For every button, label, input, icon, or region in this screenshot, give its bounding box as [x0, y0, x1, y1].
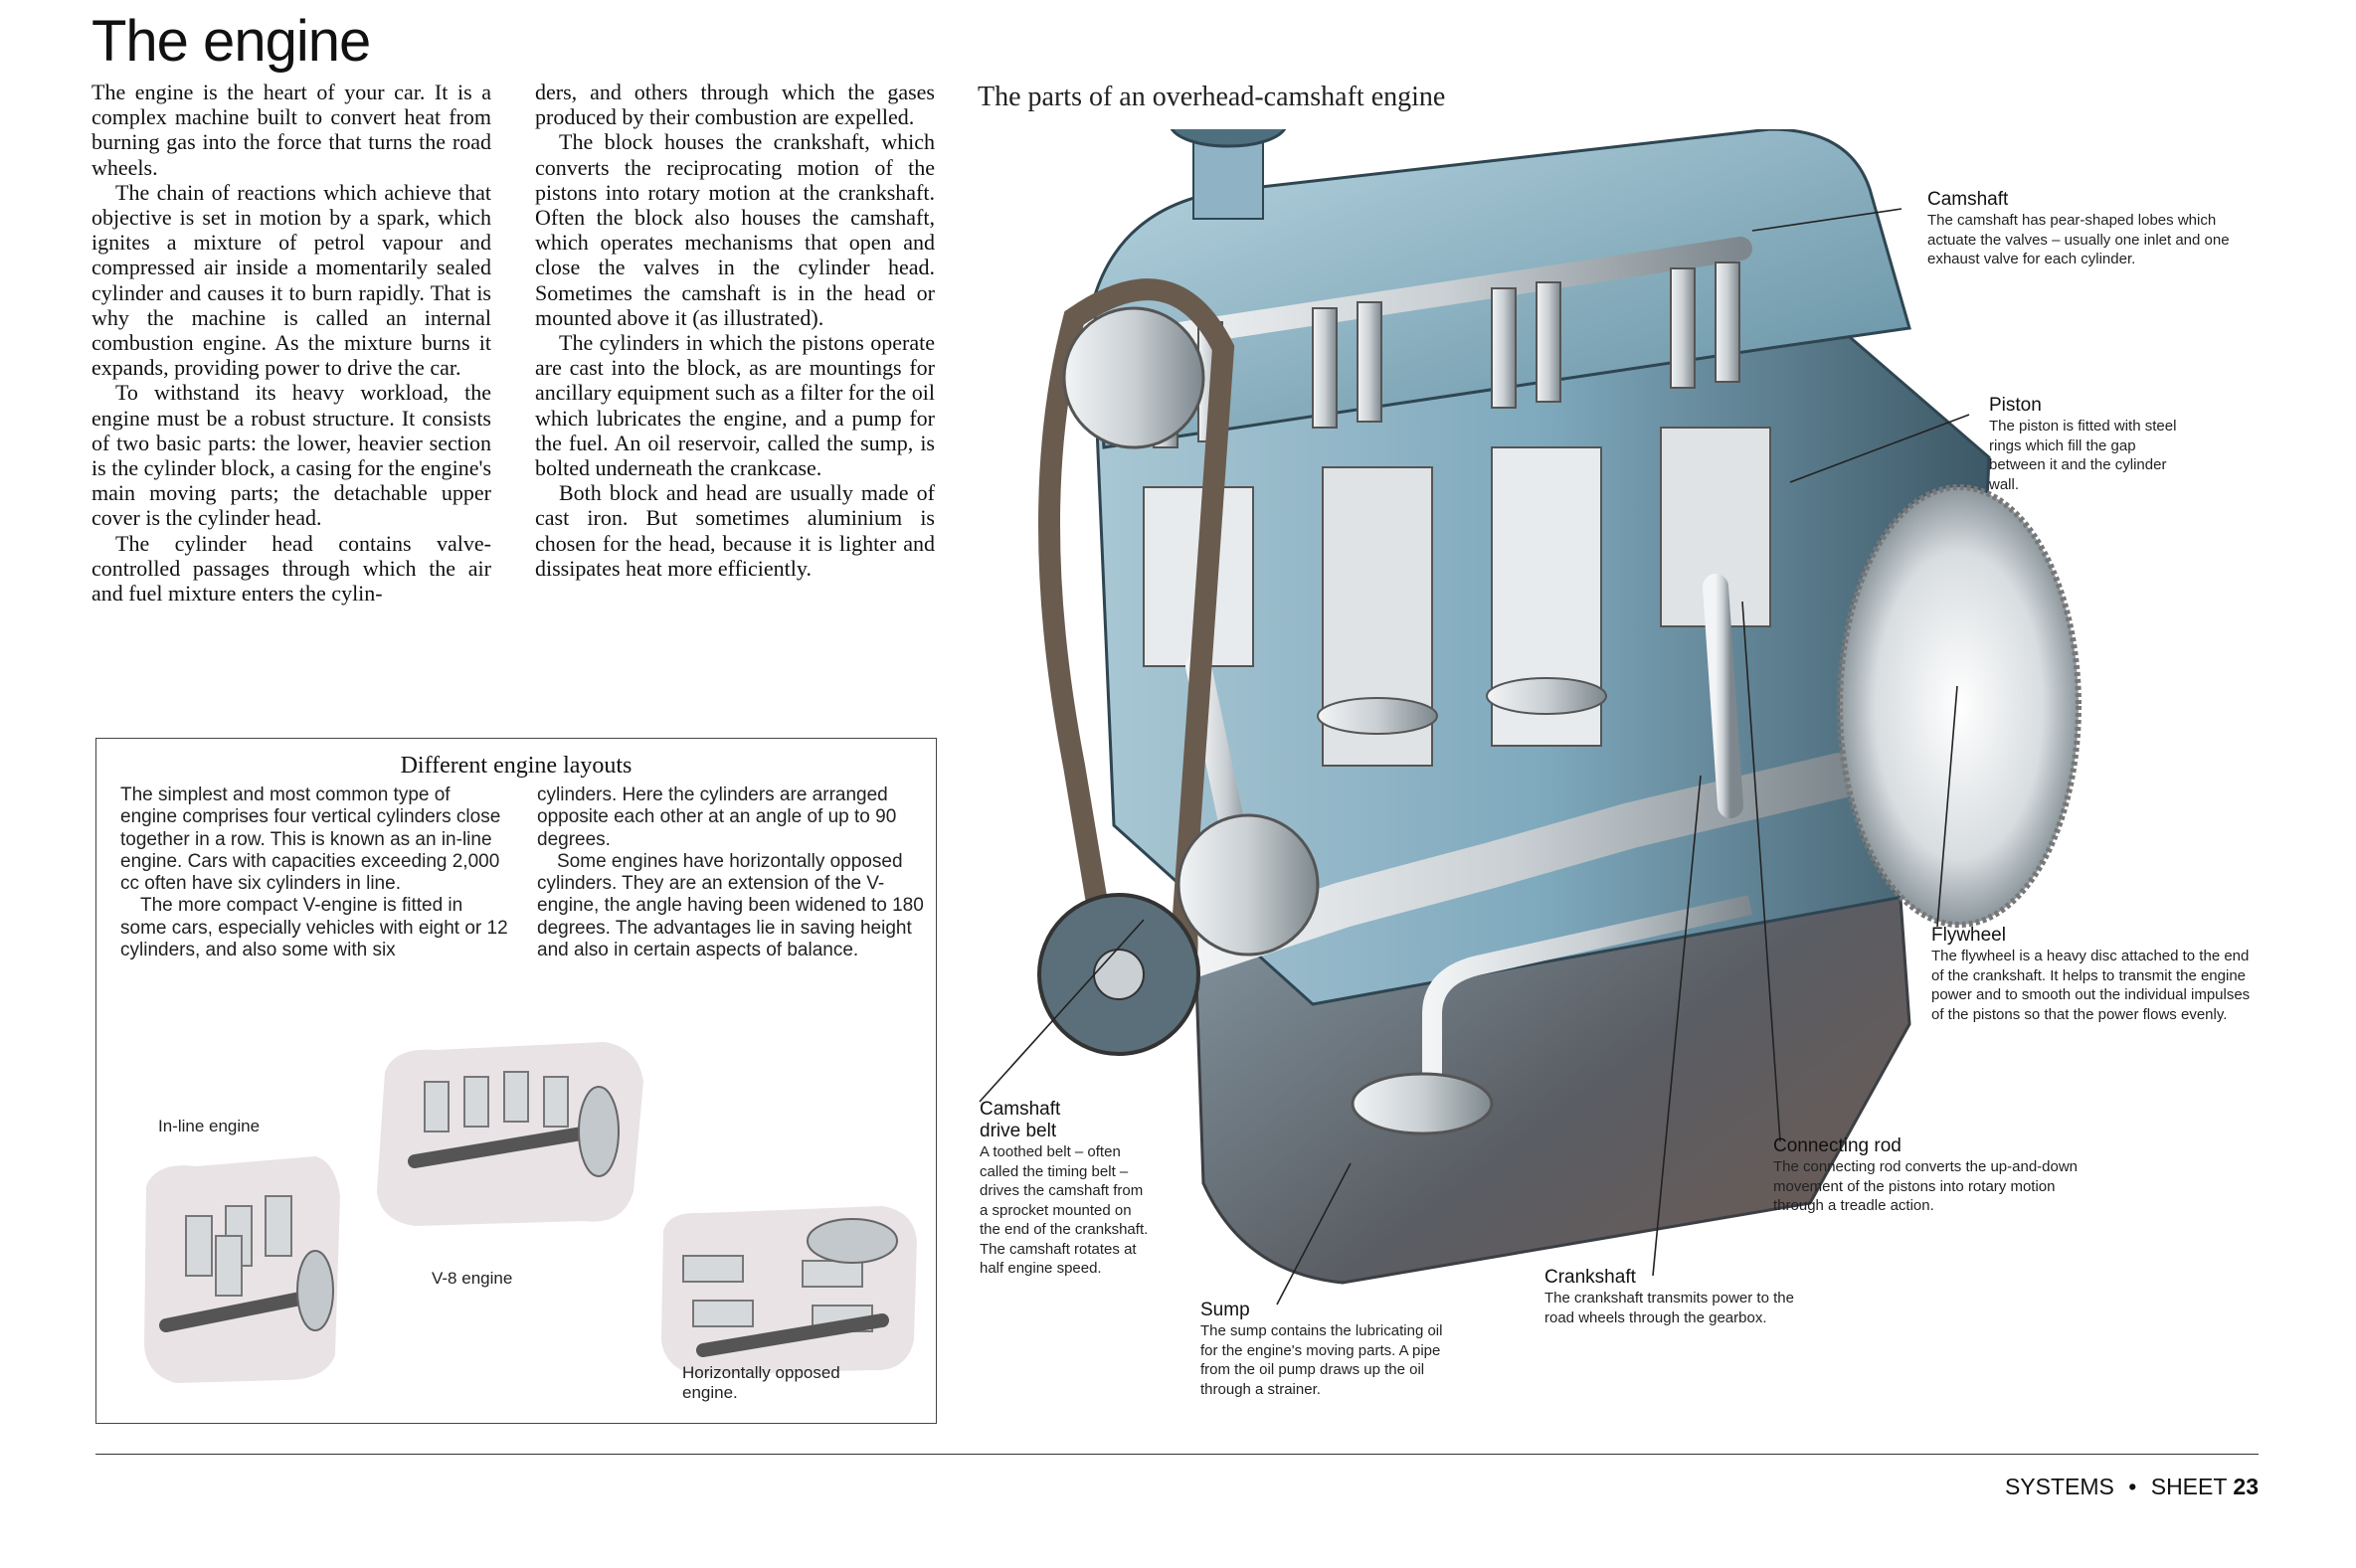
engine-cutaway-illustration — [1037, 129, 2082, 1285]
callout-connecting-rod: Connecting rod The connecting rod conver… — [1773, 1135, 2089, 1216]
callout-title: Camshaft — [1927, 189, 2009, 210]
paragraph: Both block and head are usually made of … — [535, 480, 935, 581]
paragraph: The simplest and most common type of eng… — [120, 784, 501, 895]
footer-rule — [95, 1454, 2259, 1455]
layouts-column-2: cylinders. Here the cylinders are arrang… — [537, 784, 925, 961]
flywheel-shape — [1837, 484, 2082, 928]
paragraph: To withstand its heavy workload, the eng… — [91, 380, 491, 531]
callout-text: The connecting rod converts the up-and-d… — [1773, 1158, 2079, 1214]
callout-title: Connecting rod — [1773, 1135, 1902, 1156]
paragraph: The cylinder head contains valve-control… — [91, 530, 491, 607]
callout-title: Piston — [1989, 395, 2042, 416]
paragraph: The cylinders in which the pistons opera… — [535, 330, 935, 481]
inline-engine-illustration — [144, 1156, 340, 1383]
callout-title: Flywheel — [1931, 925, 2006, 946]
engine-layouts-box: Different engine layouts The simplest an… — [95, 738, 937, 1424]
camshaft-shape — [1142, 237, 1752, 350]
opposed-engine-illustration — [661, 1206, 917, 1375]
crankshaft-sprocket — [1177, 813, 1320, 957]
layouts-column-1: The simplest and most common type of eng… — [120, 784, 508, 961]
pistons — [1143, 427, 1771, 767]
callout-title: Camshaft — [980, 1099, 1061, 1120]
callout-title: Sump — [1200, 1300, 1250, 1320]
callout-text: The flywheel is a heavy disc attached to… — [1931, 948, 2251, 1023]
callout-crankshaft: Crankshaft The crankshaft transmits powe… — [1544, 1267, 1819, 1327]
footer-sheet-label: SHEET — [2150, 1474, 2228, 1499]
paragraph: The more compact V-engine is fitted in s… — [120, 895, 508, 961]
paragraph: Some engines have horizontally opposed c… — [537, 850, 924, 961]
paragraph: The block houses the crankshaft, which c… — [535, 129, 935, 330]
footer-sheet-number: 23 — [2233, 1474, 2259, 1499]
layouts-heading: Different engine layouts — [400, 753, 633, 779]
page-title: The engine — [91, 9, 371, 74]
callout-camshaft: Camshaft The camshaft has pear-shaped lo… — [1927, 189, 2265, 269]
inline-engine-label: In-line engine — [158, 1117, 261, 1135]
footer-section: SYSTEMS — [2004, 1474, 2114, 1499]
callout-text: The crankshaft transmits power to the ro… — [1544, 1290, 1794, 1326]
callout-camshaft-drive-belt: Camshaft drive belt A toothed belt – oft… — [980, 1099, 1154, 1279]
callout-text: The sump contains the lubricating oil fo… — [1200, 1322, 1443, 1398]
callout-text: The piston is fitted with steel rings wh… — [1989, 418, 2177, 493]
footer-separator: • — [2128, 1474, 2137, 1499]
callout-title: Crankshaft — [1544, 1267, 1636, 1288]
oil-pickup-pipe — [1422, 895, 1753, 1084]
callout-sump: Sump The sump contains the lubricating o… — [1200, 1300, 1449, 1399]
paragraph: cylinders. Here the cylinders are arrang… — [537, 784, 897, 850]
callout-text: The camshaft has pear-shaped lobes which… — [1927, 212, 2230, 267]
oil-strainer — [1351, 1072, 1494, 1135]
paragraph: The engine is the heart of your car. It … — [91, 80, 491, 180]
callout-piston: Piston The piston is fitted with steel r… — [1989, 395, 2178, 494]
intro-column-1: The engine is the heart of your car. It … — [91, 80, 491, 606]
camshaft-sprocket — [1062, 306, 1205, 449]
intro-column-2: ders, and others through which the gases… — [535, 80, 935, 581]
callout-flywheel: Flywheel The flywheel is a heavy disc at… — [1931, 925, 2265, 1024]
v8-engine-illustration — [377, 1042, 643, 1226]
paragraph: ders, and others through which the gases… — [535, 80, 935, 130]
oil-filler-cap — [1170, 129, 1287, 148]
engine-diagram-heading: The parts of an overhead-camshaft engine — [978, 82, 1446, 112]
v8-engine-label: V-8 engine — [432, 1269, 513, 1288]
page-footer: SYSTEMS • SHEET 23 — [2005, 1474, 2259, 1500]
opposed-engine-label: Horizontally opposed engine. — [682, 1363, 840, 1402]
paragraph: The chain of reactions which achieve tha… — [91, 179, 491, 381]
callout-text: A toothed belt – often called the timing… — [980, 1143, 1149, 1277]
callout-title: drive belt — [980, 1121, 1057, 1141]
